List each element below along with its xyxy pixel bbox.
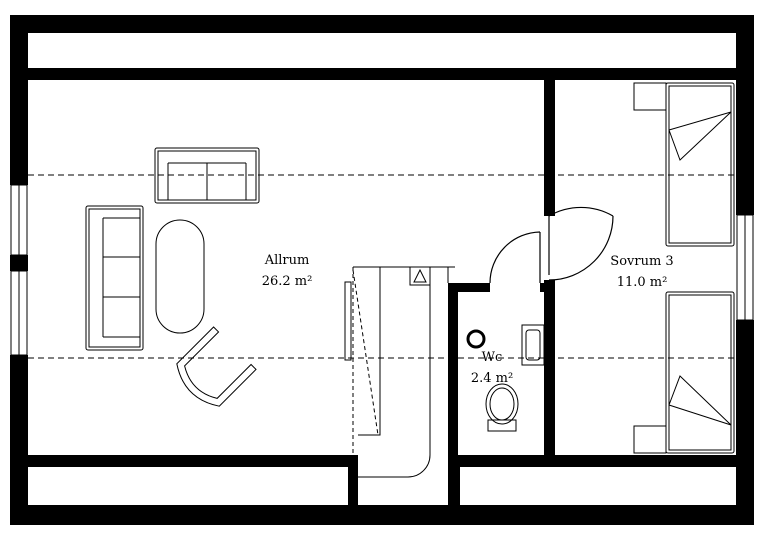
wc-wall-top: [448, 283, 490, 292]
wc-door: [489, 231, 541, 284]
wc-name: Wc: [482, 350, 503, 365]
nightstand-upper: [633, 82, 667, 111]
roof-lines: [28, 174, 736, 359]
sofa-top: [154, 147, 260, 204]
stair-arrow-icon: [413, 268, 427, 283]
bedroom-furniture: [633, 82, 735, 454]
sofa-left: [85, 205, 144, 351]
doors: [489, 206, 614, 284]
coffee-table: [155, 219, 205, 334]
right-wall-upper: [736, 15, 754, 215]
allrum-name: Allrum: [264, 253, 310, 268]
wc-area: 2.4 m²: [471, 371, 513, 386]
knee-wall-top: [28, 68, 736, 80]
bedroom-wall-lower: [544, 280, 555, 455]
armchair: [176, 326, 257, 407]
toilet: [485, 383, 519, 432]
stair-wall-left: [348, 455, 358, 505]
bedroom-wall-upper: [544, 80, 555, 216]
bed-upper: [633, 82, 735, 247]
bottom-wall: [10, 505, 754, 525]
floor-drain-icon: [466, 329, 486, 349]
bed-lower: [633, 291, 735, 454]
stair-railing: [344, 281, 352, 361]
staircase: [344, 266, 455, 478]
allrum-area: 26.2 m²: [262, 274, 313, 289]
knee-wall-bottom-right: [460, 455, 736, 467]
sovrum3-name: Sovrum 3: [610, 254, 673, 269]
knee-wall-bottom-left: [28, 455, 348, 467]
sovrum3-area: 11.0 m²: [617, 275, 668, 290]
room-labels: Allrum 26.2 m² Wc 2.4 m² Sovrum 3 11.0 m…: [262, 253, 674, 386]
interior-walls: [348, 80, 555, 505]
wc-wall-top-right: [540, 283, 550, 292]
outer-walls: [10, 15, 754, 525]
allrum-furniture: [85, 147, 260, 407]
right-wall-lower: [736, 320, 754, 525]
bedroom-door: [548, 206, 614, 281]
left-wall-upper: [10, 15, 28, 185]
top-wall: [10, 15, 754, 33]
windows: [10, 184, 754, 356]
sink: [521, 324, 545, 366]
stair-wall-right: [448, 455, 460, 505]
left-wall-mid: [10, 255, 28, 271]
wc-fixtures: [466, 324, 545, 432]
nightstand-lower: [633, 425, 667, 454]
left-wall-lower: [10, 355, 28, 525]
wc-wall-left: [448, 283, 458, 463]
